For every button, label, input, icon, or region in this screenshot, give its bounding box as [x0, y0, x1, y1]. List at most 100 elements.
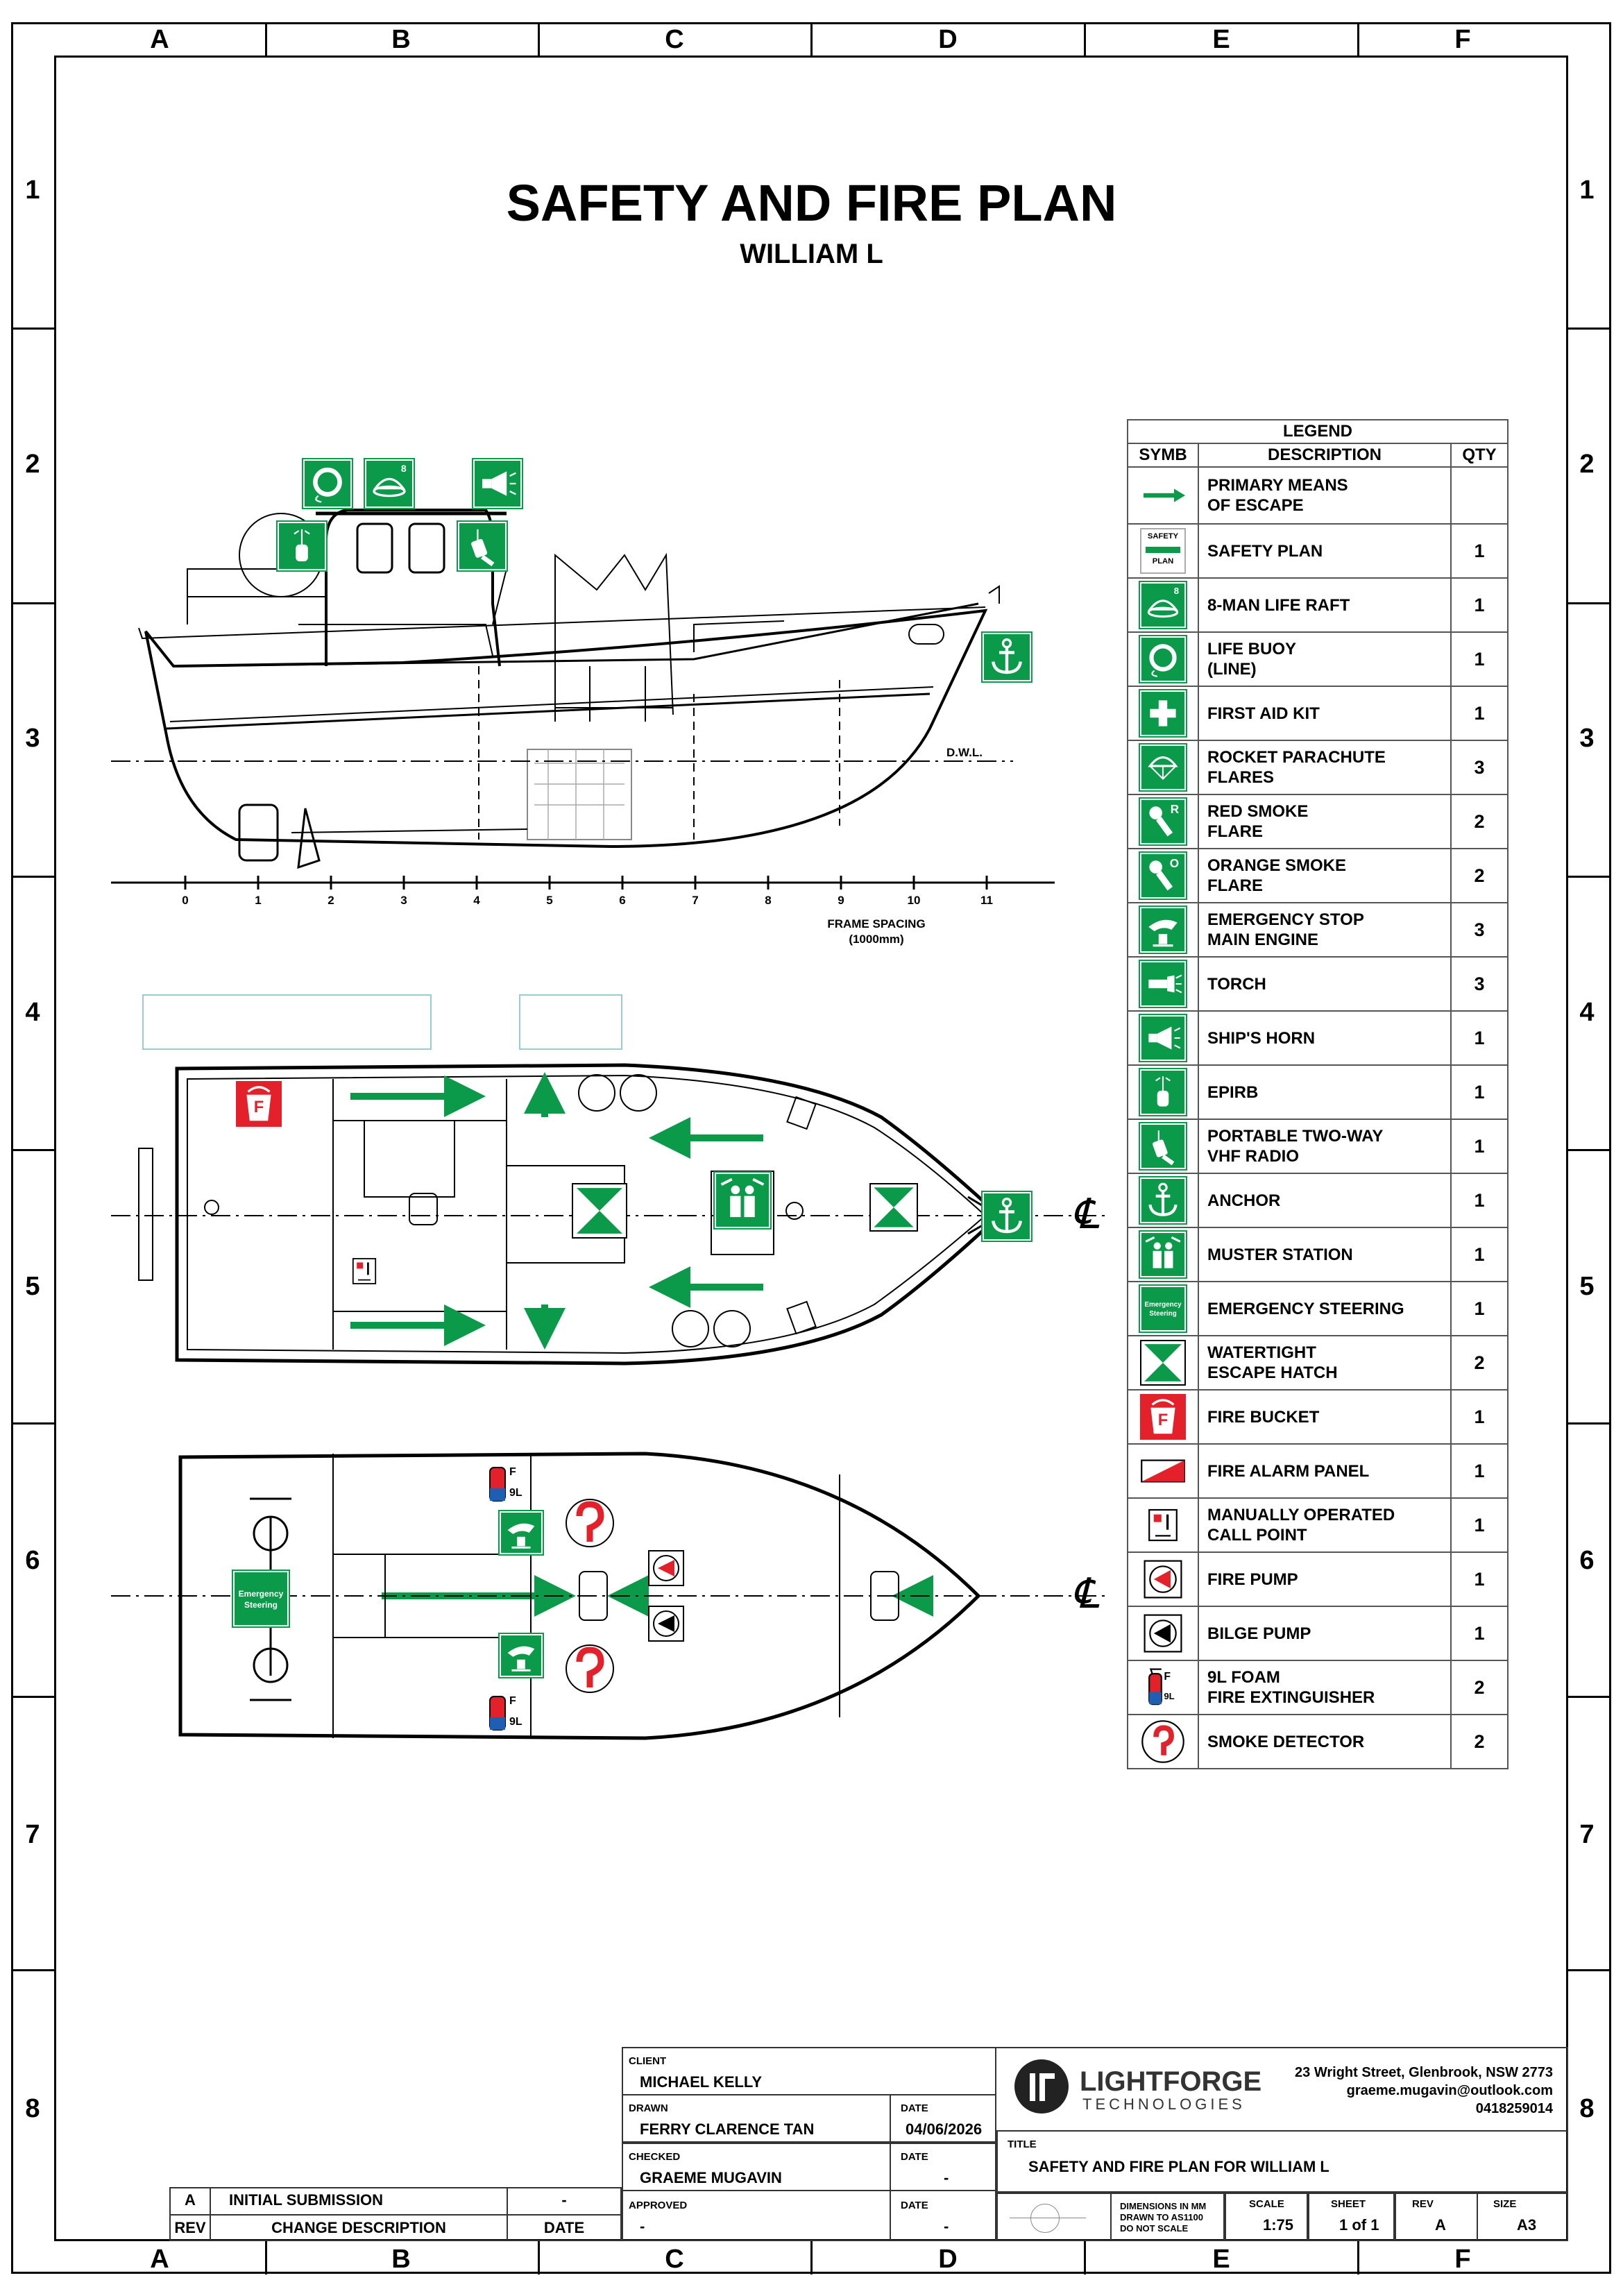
legend-description-line: LIFE BUOY: [1207, 640, 1297, 658]
zone-tick: [1084, 2241, 1086, 2274]
legend-symbol: [1127, 956, 1199, 1012]
legend-description-line: ORANGE SMOKE: [1207, 856, 1347, 875]
legend-qty: 3: [1450, 902, 1509, 958]
rev-label: REV: [1412, 2198, 1434, 2210]
revision-rev: A: [185, 2191, 196, 2209]
escape-hatch-icon: [572, 1183, 627, 1239]
vessel-drawings: [111, 509, 1110, 1740]
scale-value: 1:75: [1263, 2216, 1294, 2234]
zone-tick: [1568, 1422, 1611, 1425]
legend-description: EPIRB: [1198, 1064, 1452, 1120]
legend-description-line: FIRE ALARM PANEL: [1207, 1461, 1370, 1481]
legend-description: LIFE BUOY (LINE): [1198, 631, 1452, 687]
legend-description: FIRE PUMP: [1198, 1551, 1452, 1607]
zone-tick: [11, 1969, 54, 1971]
life-buoy-icon: [302, 458, 353, 509]
legend-description: TORCH: [1198, 956, 1452, 1012]
bilge-pump-icon: [1140, 1610, 1186, 1656]
legend-symbol: 8: [1127, 577, 1199, 633]
revision-header-date: DATE: [543, 2219, 585, 2236]
zone-row-label: 8: [1579, 2094, 1595, 2123]
legend-qty: 1: [1450, 1010, 1509, 1066]
legend-qty: 2: [1450, 1714, 1509, 1769]
zone-column-label: B: [391, 2245, 411, 2274]
zone-row-label: 7: [25, 1820, 40, 1849]
legend-description-line: VHF RADIO: [1207, 1147, 1299, 1166]
legend-description-line: MUSTER STATION: [1207, 1245, 1353, 1264]
epirb-icon: [276, 520, 328, 572]
legend-description: EMERGENCY STEERING: [1198, 1281, 1452, 1336]
zone-row-label: 1: [25, 176, 40, 205]
frame-number: 9: [838, 894, 844, 907]
revision-desc: INITIAL SUBMISSION: [229, 2191, 384, 2209]
escape-hatch-icon: [1140, 1340, 1186, 1386]
legend-qty: 1: [1450, 686, 1509, 741]
legend-description: FIRE BUCKET: [1198, 1389, 1452, 1445]
horn-icon: [1139, 1014, 1187, 1062]
zone-tick: [1357, 22, 1359, 56]
extinguisher-9l-label: 9L: [509, 1487, 522, 1499]
company-email: graeme.mugavin@outlook.com: [1346, 2083, 1553, 2098]
legend-description-line: CALL POINT: [1207, 1526, 1307, 1545]
frame-number: 8: [765, 894, 772, 907]
legend-description-line: FLARE: [1207, 876, 1263, 895]
zone-row-label: 2: [25, 450, 40, 479]
zone-column-label: C: [665, 25, 684, 54]
zone-row-label: 6: [1579, 1546, 1595, 1575]
legend-description-line: (LINE): [1207, 660, 1257, 679]
checked-value: GRAEME MUGAVIN: [640, 2169, 782, 2186]
zone-row-label: 3: [25, 724, 40, 753]
legend-description-line: 9L FOAM: [1207, 1668, 1280, 1687]
extinguisher-9l-label: 9L: [509, 1716, 522, 1728]
zone-tick: [810, 22, 813, 56]
legend-description: FIRST AID KIT: [1198, 686, 1452, 741]
zone-column-label: F: [1454, 2245, 1471, 2274]
legend-description-line: FIRE BUCKET: [1207, 1407, 1320, 1427]
legend-symbol: [1127, 1119, 1199, 1174]
frame-number: 2: [328, 894, 334, 907]
legend-description-line: ESCAPE HATCH: [1207, 1363, 1338, 1382]
legend-symbol: [1127, 1443, 1199, 1499]
frame-spacing-label: FRAME SPACING: [827, 917, 926, 930]
emergency-stop-board: [519, 994, 622, 1050]
legend-qty: 2: [1450, 794, 1509, 849]
epirb-icon: [1139, 1068, 1187, 1116]
legend-description-line: FLARE: [1207, 822, 1263, 841]
zone-column-label: A: [150, 2245, 169, 2274]
legend-symbol: [1127, 686, 1199, 741]
title-label: TITLE: [1008, 2138, 1037, 2150]
legend-symbol: [1127, 740, 1199, 795]
legend-symbol: R: [1127, 794, 1199, 849]
legend-description-line: RED SMOKE: [1207, 802, 1309, 821]
life-buoy-icon: [1139, 635, 1187, 683]
legend-description-line: FIRST AID KIT: [1207, 704, 1320, 723]
legend-qty: 2: [1450, 1660, 1509, 1715]
legend-description-line: TORCH: [1207, 974, 1266, 994]
legend-header-qty: QTY: [1450, 443, 1509, 468]
zone-tick: [1568, 1969, 1611, 1971]
note-scale: DO NOT SCALE: [1120, 2223, 1189, 2234]
zone-row-label: 1: [1579, 176, 1595, 205]
dwl-label: D.W.L.: [946, 746, 983, 759]
red-smoke-icon: R: [1139, 797, 1187, 846]
legend-qty: 1: [1450, 1389, 1509, 1445]
zone-column-label: C: [665, 2245, 684, 2274]
escape-arrows: [350, 1072, 933, 1617]
legend-description-line: OF ESCAPE: [1207, 496, 1304, 515]
zone-row-label: 6: [25, 1546, 40, 1575]
